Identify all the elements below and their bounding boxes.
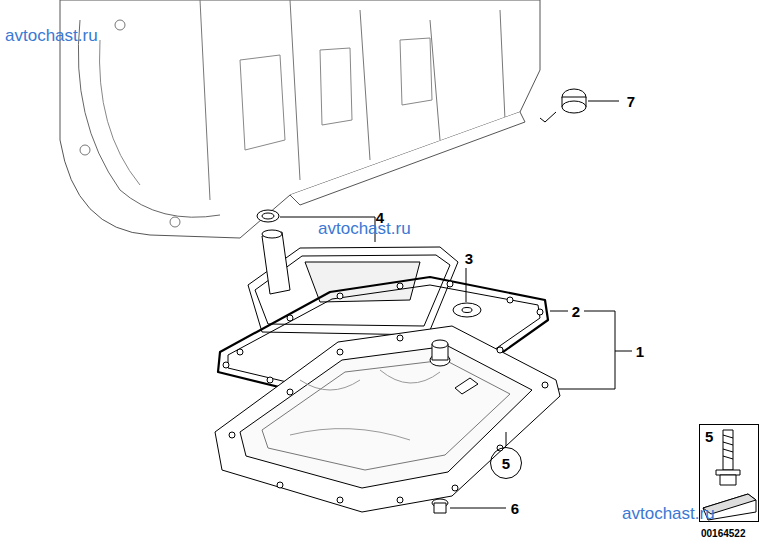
watermark: avtochast.ru	[5, 27, 98, 44]
watermark: avtochast.ru	[622, 505, 715, 522]
watermark: avtochast.ru	[318, 220, 411, 237]
callout-number: 2	[572, 304, 580, 319]
callout-number: 7	[627, 94, 635, 109]
callout-circle: 5	[490, 447, 522, 479]
callout-number: 6	[511, 501, 519, 516]
callout-number: 1	[636, 344, 644, 359]
callout-number: 5	[705, 429, 758, 444]
callout-number: 3	[465, 251, 473, 266]
inset-box: 5	[699, 424, 759, 522]
callout-number: 5	[502, 456, 510, 471]
drawing-number: 00164522	[701, 529, 746, 539]
